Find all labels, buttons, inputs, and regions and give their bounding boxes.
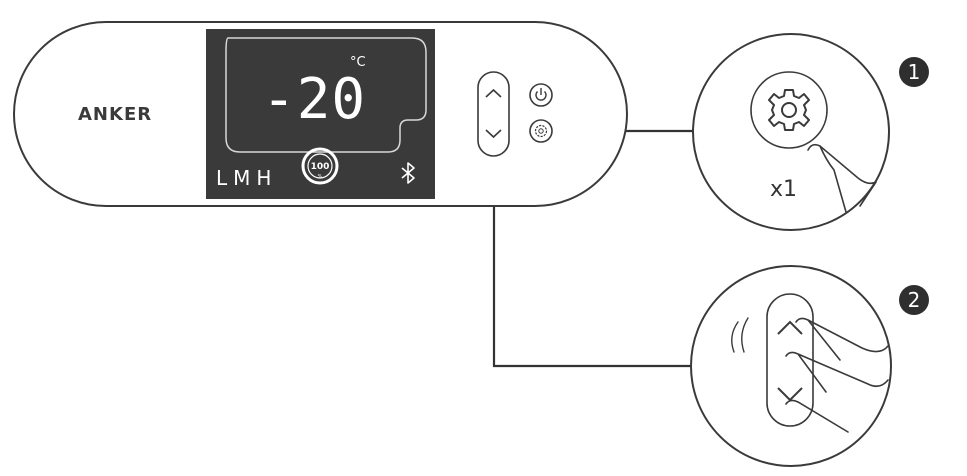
chevron-up-icon	[777, 320, 803, 335]
up-down-buttons[interactable]	[477, 71, 510, 157]
mode-indicator: LMH	[216, 166, 277, 190]
battery-level: 100	[311, 162, 330, 172]
press-count-label: x1	[770, 177, 797, 202]
connector-line-arrows	[492, 158, 694, 368]
display-inner-frame	[225, 37, 427, 153]
display-screen: -20 °C LMH 100 %	[206, 29, 435, 199]
step-1-callout: x1 1	[692, 33, 929, 231]
motion-lines	[731, 317, 749, 353]
temperature-unit: °C	[350, 55, 366, 70]
hand-pointer-icon	[807, 143, 877, 213]
brand-logo: ANKER	[78, 104, 152, 125]
chevron-up-icon[interactable]	[485, 88, 502, 98]
battery-indicator: 100 %	[301, 147, 339, 185]
step-2-badge	[899, 285, 929, 315]
step-2-number: 2	[908, 288, 921, 312]
control-panel: ANKER -20 °C LMH 100 %	[13, 21, 628, 207]
gear-icon	[768, 89, 810, 131]
gear-icon	[534, 124, 548, 138]
bluetooth-icon	[401, 162, 415, 184]
zoomed-settings-button	[750, 71, 828, 149]
battery-unit: %	[318, 174, 323, 180]
step-1-number: 1	[908, 60, 921, 84]
temperature-readout: -20	[262, 67, 366, 132]
hand-pointer-icon	[785, 317, 889, 433]
chevron-down-icon[interactable]	[485, 129, 502, 139]
step-1-badge	[899, 57, 929, 87]
settings-button[interactable]	[529, 119, 553, 143]
power-button[interactable]	[529, 83, 553, 107]
step-2-callout: 2	[690, 265, 929, 467]
power-icon	[535, 91, 547, 101]
